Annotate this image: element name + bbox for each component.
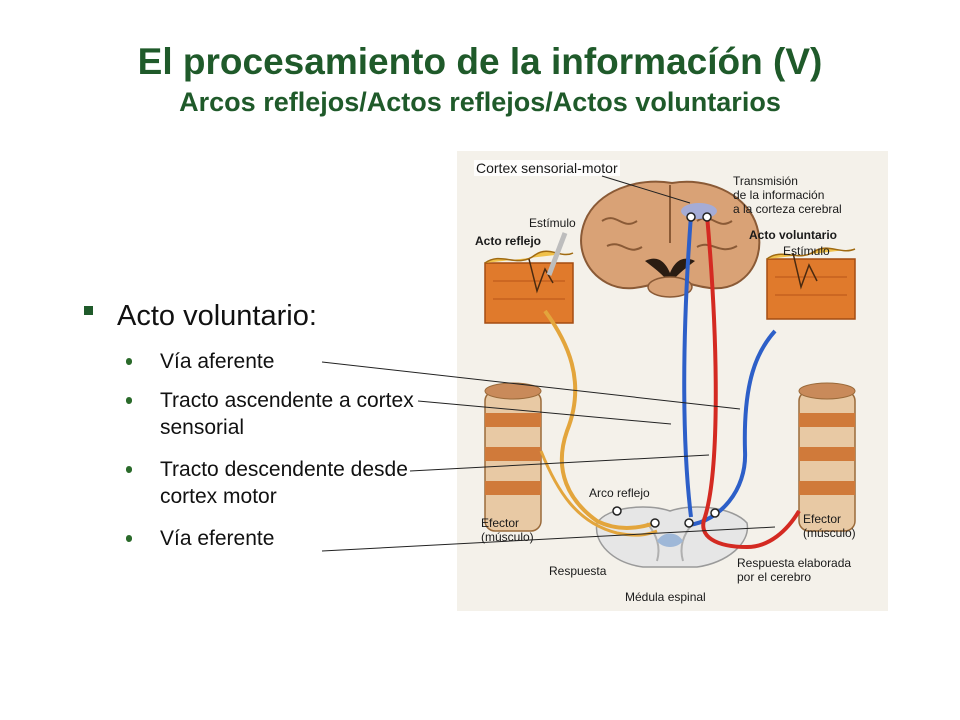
skin-block-right [766, 247, 856, 320]
title-main: El procesamiento de la informacíón (V) [137, 41, 823, 82]
round-bullet-icon [126, 397, 132, 404]
label-medula-espinal: Médula espinal [625, 590, 706, 604]
label-transmision-1: Transmisión [733, 174, 798, 188]
label-efector-right-1: Efector [803, 512, 841, 526]
reflex-arc-diagram: Transmisión de la información a la corte… [457, 151, 888, 611]
label-respuesta-elaborada-2: por el cerebro [737, 570, 811, 584]
spinal-neuron-node [650, 518, 660, 528]
cortex-neuron-node [702, 212, 712, 222]
reflex-arc-illustration: Transmisión de la información a la corte… [457, 151, 888, 611]
spinal-neuron-node [612, 506, 622, 516]
bullet-item-text: Tracto descendente desde cortex motor [160, 458, 408, 508]
round-bullet-icon [126, 535, 132, 542]
spinal-cord [595, 506, 749, 568]
round-bullet-icon [126, 466, 132, 473]
label-respuesta-elaborada-1: Respuesta elaborada [737, 556, 851, 570]
bullet-heading-text: Acto voluntario: [117, 300, 317, 332]
label-transmision-3: a la corteza cerebral [733, 202, 842, 216]
brain-cross-section [580, 180, 761, 298]
round-bullet-icon [126, 358, 132, 365]
cortex-neuron-node [686, 212, 696, 222]
label-acto-reflejo: Acto reflejo [475, 234, 541, 248]
label-arco-reflejo: Arco reflejo [589, 486, 650, 500]
label-efector-left-1: Efector [481, 516, 519, 530]
skin-block-left [484, 250, 574, 324]
label-efector-left-2: (músculo) [481, 530, 534, 544]
cortex-sensorial-motor-label: Cortex sensorial-motor [474, 160, 620, 176]
label-estimulo-left: Estímulo [529, 216, 576, 230]
square-bullet-icon [84, 306, 93, 315]
label-acto-voluntario: Acto voluntario [749, 228, 837, 242]
title-subtitle: Arcos reflejos/Actos reflejos/Actos volu… [179, 87, 781, 117]
muscle-right [798, 382, 856, 532]
slide-title: El procesamiento de la informacíón (V) A… [0, 40, 960, 120]
label-respuesta: Respuesta [549, 564, 607, 578]
bullet-item-text: Tracto ascendente a cortex sensorial [160, 389, 414, 439]
stimulus-needle-left [546, 232, 568, 276]
label-efector-right-2: (músculo) [803, 526, 856, 540]
bullet-item-text: Vía aferente [160, 350, 275, 373]
bullet-item-text: Vía eferente [160, 527, 275, 550]
label-estimulo-right: Estímulo [783, 244, 830, 258]
spinal-neuron-node [684, 518, 694, 528]
spinal-neuron-node [710, 508, 720, 518]
muscle-left [484, 382, 542, 532]
label-transmision-2: de la información [733, 188, 824, 202]
